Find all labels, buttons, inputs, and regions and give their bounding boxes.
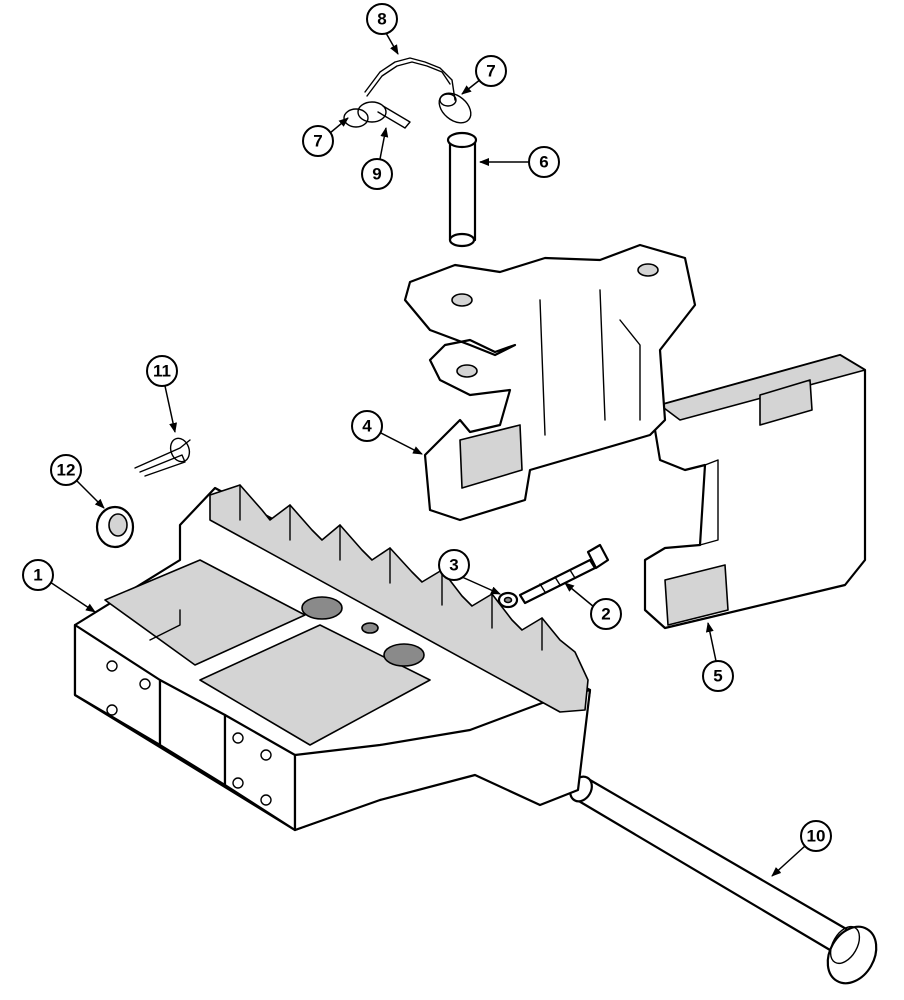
- callout-circle-1: [22, 559, 54, 591]
- callout-label-8: 8: [377, 10, 386, 29]
- callout-label-5: 5: [713, 667, 722, 686]
- bracket-part-1: [73, 484, 592, 832]
- callout-circle-7-right: [475, 55, 507, 87]
- callout-label-7-right: 7: [486, 62, 495, 81]
- ring-part-7-right: [438, 92, 472, 124]
- callout-label-10: 10: [807, 827, 826, 846]
- leader-2: [564, 582, 595, 608]
- callout-circle-2: [590, 598, 622, 630]
- bolt-part-2: [518, 543, 610, 605]
- ring-part-7-left: [343, 101, 387, 128]
- leader-4: [380, 432, 423, 455]
- callout-circle-11: [146, 355, 178, 387]
- callout-circle-4: [351, 410, 383, 442]
- leader-7-right: [461, 78, 482, 95]
- leader-8: [385, 32, 399, 55]
- callout-circle-7-left: [302, 125, 334, 157]
- chain-part-8: [364, 57, 456, 101]
- pin-part-6: [446, 131, 478, 248]
- washer-part-12: [95, 505, 135, 549]
- leader-3: [461, 576, 501, 595]
- leader-5: [705, 622, 717, 662]
- leader-12: [74, 478, 105, 509]
- callout-circle-6: [528, 146, 560, 178]
- pin-part-10: [569, 775, 878, 985]
- callout-circle-3: [438, 549, 470, 581]
- callout-label-1: 1: [33, 566, 42, 585]
- callout-circle-10: [800, 820, 832, 852]
- washer-part-3: [497, 591, 519, 609]
- callout-label-4: 4: [362, 417, 372, 436]
- leader-10: [771, 845, 806, 877]
- callout-label-3: 3: [449, 556, 458, 575]
- leader-11: [164, 385, 177, 433]
- callout-circle-5: [702, 660, 734, 692]
- callout-label-11: 11: [153, 362, 171, 381]
- callout-circle-9: [361, 158, 393, 190]
- hitch-part-4: [403, 243, 697, 522]
- leader-7-left: [329, 117, 349, 134]
- callouts: 1 2 3 4 5 6 7 7 8 9: [22, 3, 832, 877]
- callout-label-12: 12: [57, 461, 76, 480]
- leader-9: [379, 127, 389, 160]
- callout-circle-8: [366, 3, 398, 35]
- weight-part-5: [643, 353, 867, 630]
- leader-1: [49, 581, 96, 613]
- callout-label-7-left: 7: [313, 132, 322, 151]
- clip-part-11: [134, 437, 191, 477]
- callout-label-9: 9: [372, 165, 381, 184]
- callout-label-6: 6: [539, 153, 548, 172]
- callout-label-2: 2: [601, 605, 610, 624]
- clip-part-9: [377, 105, 411, 129]
- callout-circle-12: [50, 454, 82, 486]
